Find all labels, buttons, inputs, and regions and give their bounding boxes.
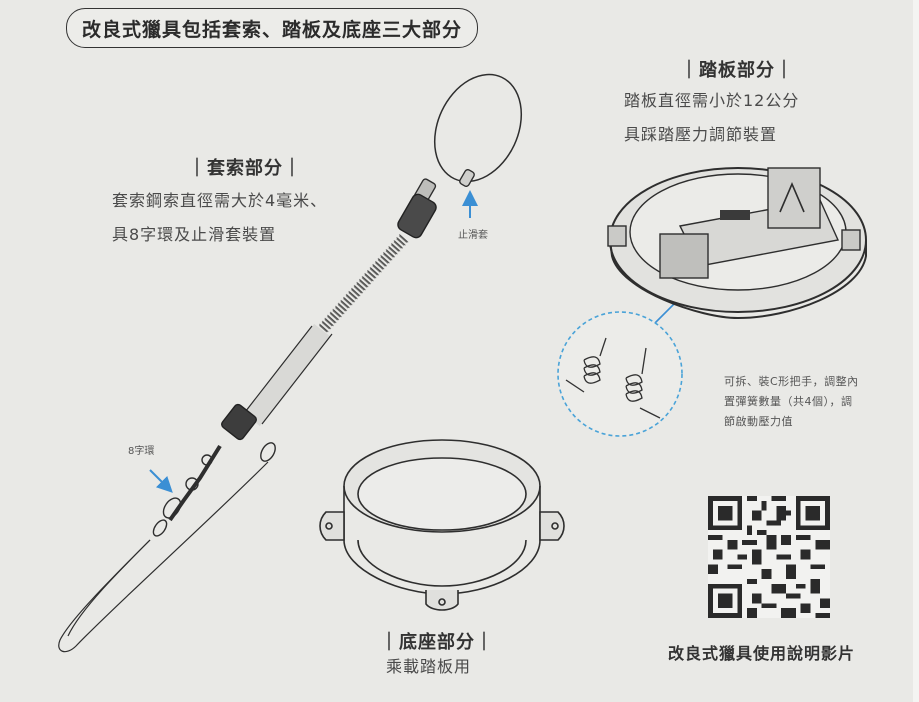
- snare-illustration: [58, 73, 523, 653]
- spring-note-line-3: 節啟動壓力值: [724, 415, 793, 428]
- figure-eight-ring-label: 8字環: [128, 446, 155, 457]
- snare-heading: ｜套索部分｜: [188, 158, 302, 179]
- snare-line-1: 套索鋼索直徑需大於4毫米、: [112, 191, 328, 210]
- snare-line-2: 具8字環及止滑套裝置: [112, 225, 277, 244]
- pedal-line-1: 踏板直徑需小於12公分: [624, 91, 800, 110]
- qr-caption: 改良式獵具使用說明影片: [668, 644, 856, 663]
- qr-code: [708, 496, 830, 618]
- base-illustration: [319, 439, 565, 611]
- ring-arrow: [149, 469, 173, 493]
- pedal-heading: ｜踏板部分｜: [680, 60, 794, 81]
- spring-note-line-1: 可拆、裝C形把手，調整內: [724, 375, 859, 388]
- base-line-1: 乘載踏板用: [386, 657, 472, 676]
- page-edge: [913, 0, 919, 702]
- springs-illustration: [565, 337, 661, 419]
- pedal-line-2: 具踩踏壓力調節裝置: [624, 125, 778, 144]
- base-heading: ｜底座部分｜: [380, 632, 494, 653]
- title-banner: 改良式獵具包括套索、踏板及底座三大部分: [66, 8, 478, 48]
- spring-callout-circle: [557, 311, 683, 437]
- stopper-label: 止滑套: [458, 230, 488, 241]
- pedal-illustration: [607, 167, 867, 320]
- page-title: 改良式獵具包括套索、踏板及底座三大部分: [81, 18, 462, 41]
- spring-note-line-2: 置彈簧數量（共4個），調: [724, 395, 853, 408]
